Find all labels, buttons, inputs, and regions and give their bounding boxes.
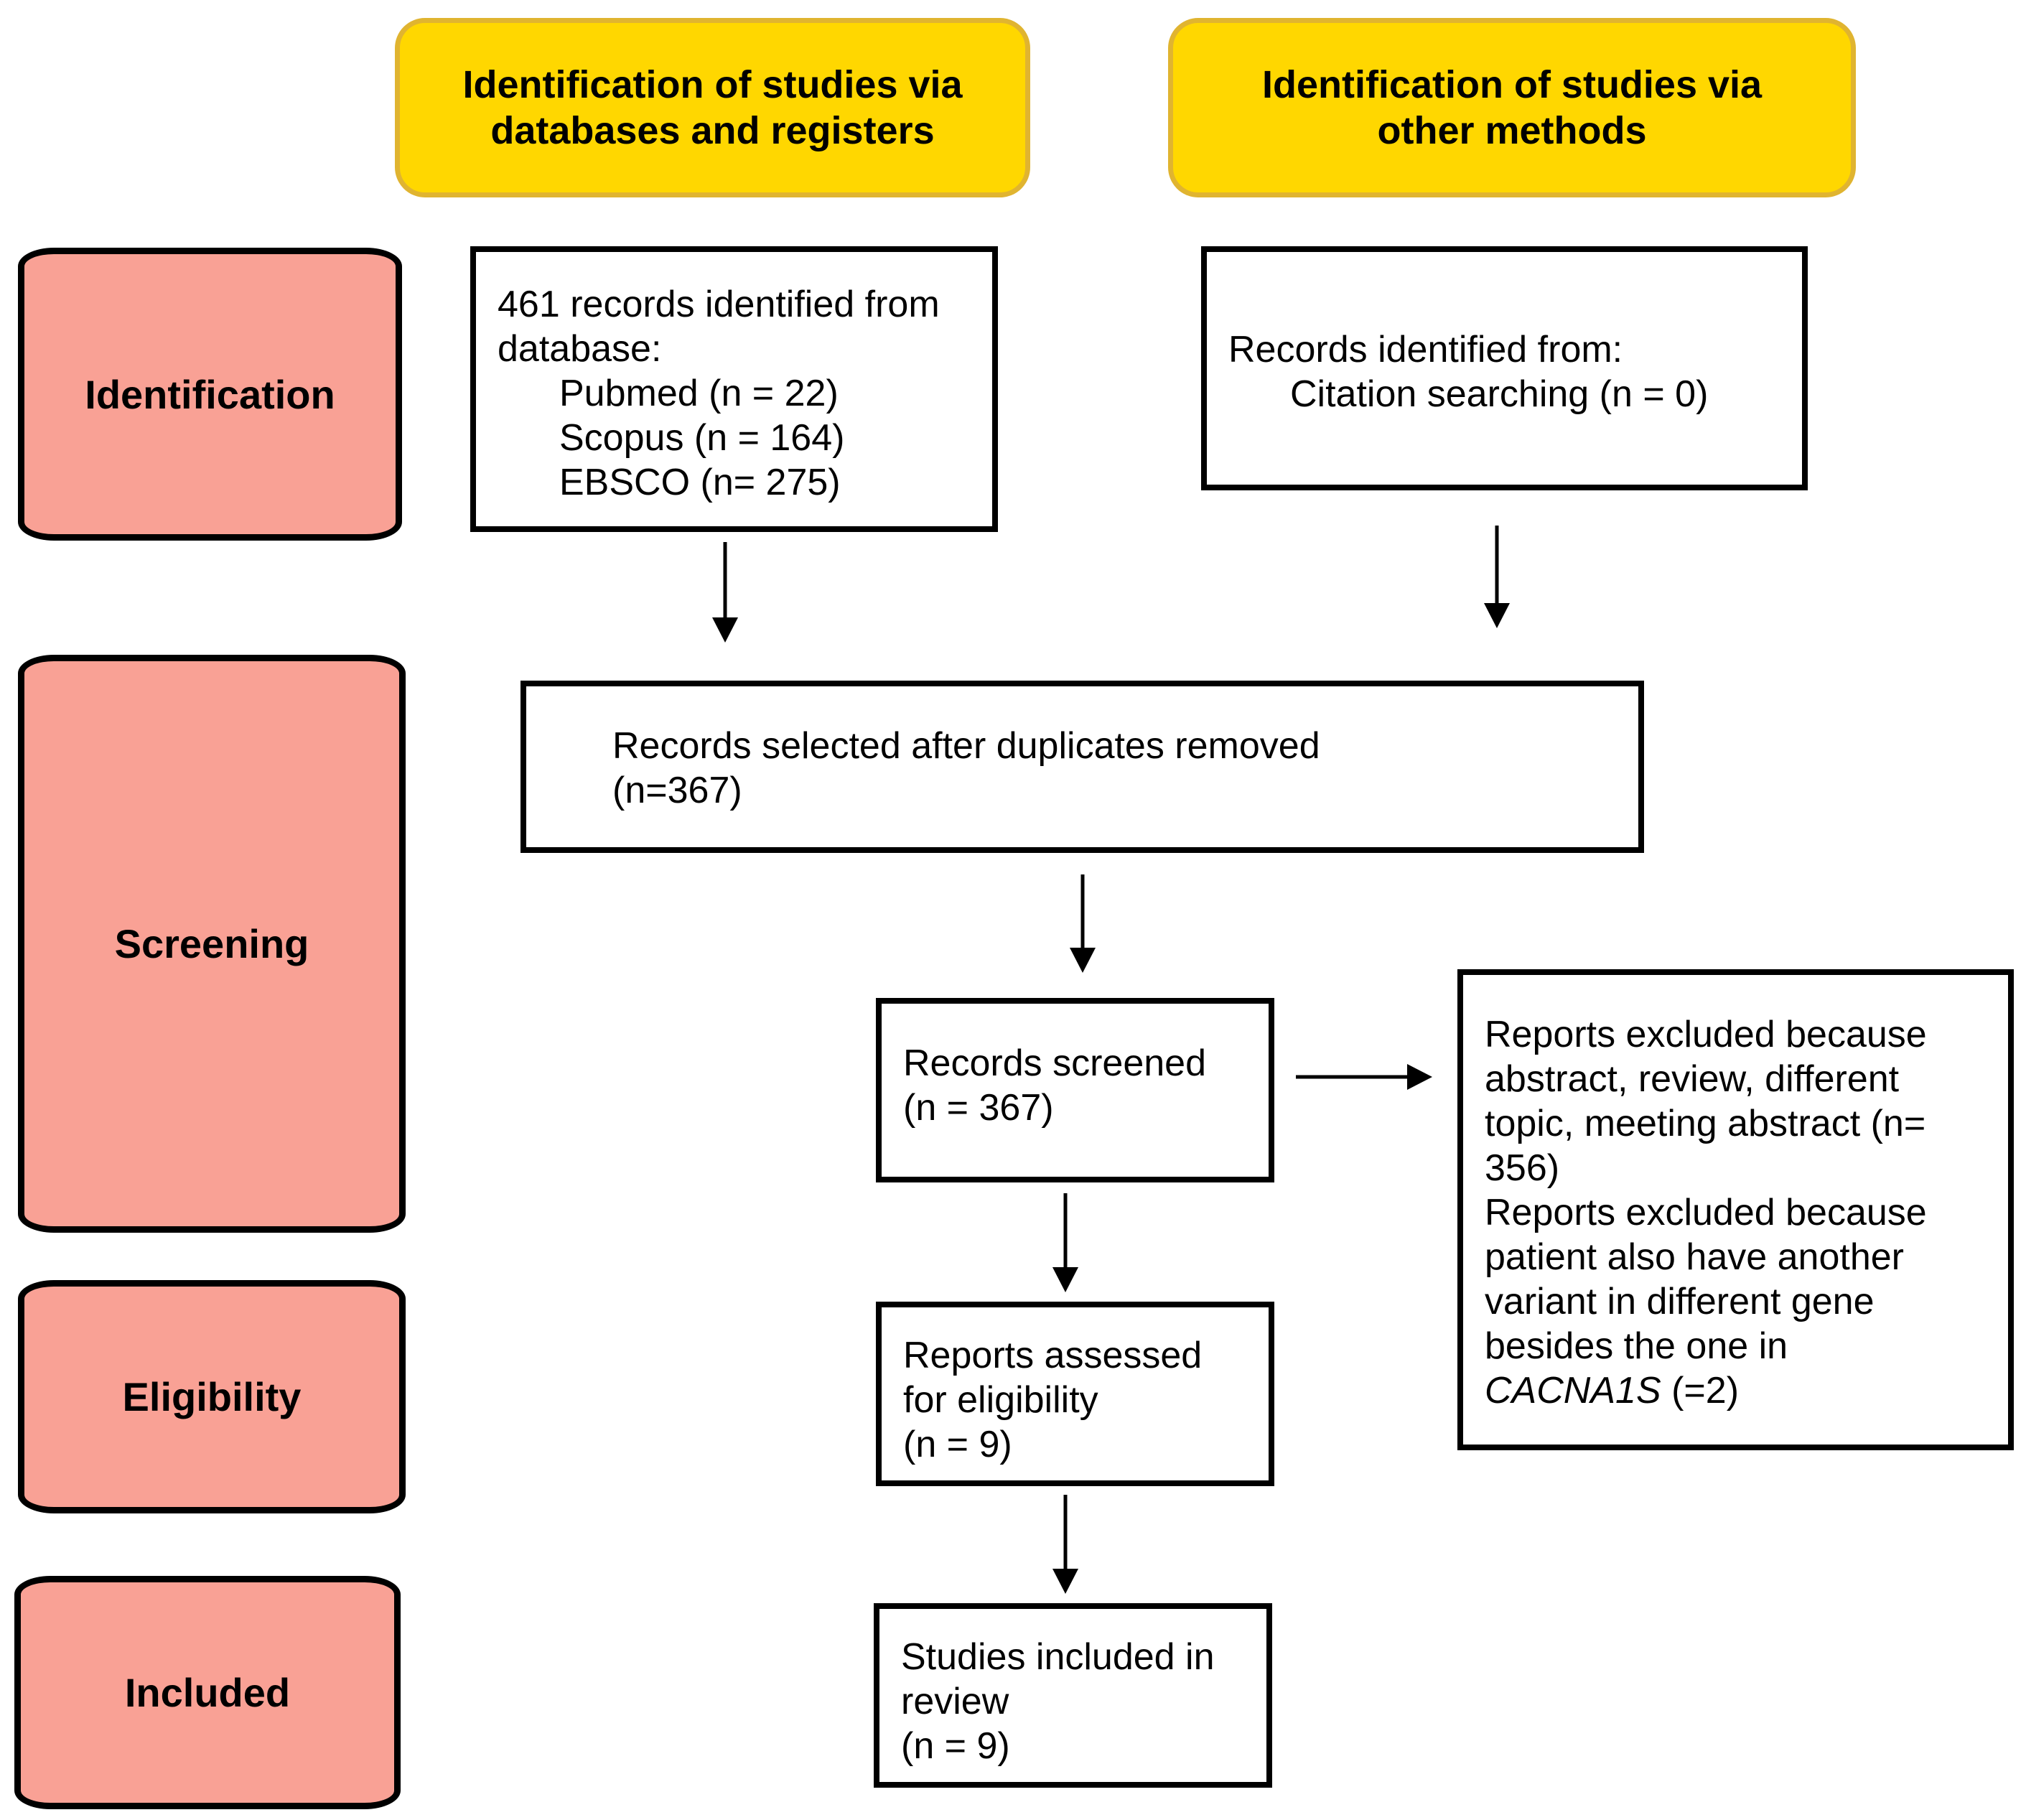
box-after-duplicates: Records selected after duplicates remove… bbox=[520, 681, 1644, 853]
excluded-reason2-line-4: besides the one in bbox=[1485, 1325, 1788, 1367]
excluded-reason2-line-1: Reports excluded because bbox=[1485, 1192, 1927, 1233]
eligibility-line-2: for eligibility bbox=[903, 1379, 1098, 1421]
box-records-screened: Records screened (n = 367) bbox=[876, 998, 1274, 1182]
header-other-methods: Identification of studies via other meth… bbox=[1168, 18, 1856, 197]
eligibility-line-1: Reports assessed bbox=[903, 1335, 1203, 1376]
excluded-reason2-line-3: variant in different gene bbox=[1485, 1281, 1875, 1322]
box-database-records: 461 records identified from database: Pu… bbox=[470, 246, 998, 532]
stage-screening: Screening bbox=[18, 655, 406, 1233]
box-reports-excluded: Reports excluded because abstract, revie… bbox=[1457, 969, 2014, 1450]
excluded-reason1-line-3: topic, meeting abstract (n= bbox=[1485, 1103, 1926, 1144]
excluded-reason2-line-5: CACNA1S (=2) bbox=[1485, 1368, 2008, 1413]
header-other-line-1: Identification of studies via bbox=[1261, 63, 1763, 106]
stage-included: Included bbox=[14, 1576, 401, 1809]
stage-eligibility: Eligibility bbox=[18, 1280, 406, 1513]
database-source-pubmed: Pubmed (n = 22) bbox=[559, 373, 839, 414]
header-databases: Identification of studies via databases … bbox=[395, 18, 1030, 197]
excluded-reason1-line-2: abstract, review, different bbox=[1485, 1058, 1900, 1100]
database-source-scopus: Scopus (n = 164) bbox=[559, 417, 845, 459]
database-records-intro-2: database: bbox=[498, 328, 662, 370]
stage-identification-label: Identification bbox=[85, 371, 335, 417]
excluded-gene-name: CACNA1S bbox=[1485, 1370, 1661, 1411]
other-source-citation: Citation searching (n = 0) bbox=[1290, 373, 1709, 415]
excluded-gene-count: (=2) bbox=[1661, 1370, 1740, 1411]
stage-identification: Identification bbox=[18, 248, 402, 541]
stage-screening-label: Screening bbox=[114, 921, 309, 966]
included-line-1: Studies included in bbox=[901, 1636, 1215, 1678]
eligibility-line-3: (n = 9) bbox=[903, 1424, 1012, 1465]
stage-eligibility-label: Eligibility bbox=[122, 1374, 302, 1419]
screened-line-2: (n = 367) bbox=[903, 1087, 1054, 1129]
included-line-2: review bbox=[901, 1681, 1009, 1722]
included-line-3: (n = 9) bbox=[901, 1725, 1010, 1767]
arrowhead-screened-to-excluded bbox=[1407, 1064, 1432, 1090]
after-duplicates-line-2: (n=367) bbox=[612, 770, 742, 811]
database-records-intro-1: 461 records identified from bbox=[498, 284, 940, 325]
other-records-intro: Records identified from: bbox=[1228, 329, 1623, 370]
header-other-line-2: other methods bbox=[1377, 109, 1647, 152]
header-databases-line-2: databases and registers bbox=[490, 109, 935, 152]
arrowhead-eligibility-to-included bbox=[1052, 1569, 1078, 1594]
after-duplicates-line-1: Records selected after duplicates remove… bbox=[612, 725, 1320, 767]
arrowhead-screened-to-eligibility bbox=[1052, 1267, 1078, 1292]
database-source-ebsco: EBSCO (n= 275) bbox=[559, 462, 841, 503]
excluded-reason2-line-2: patient also have another bbox=[1485, 1236, 1904, 1278]
arrowhead-duplicates-to-screened bbox=[1070, 948, 1096, 973]
screened-line-1: Records screened bbox=[903, 1042, 1206, 1084]
arrowhead-other-to-duplicates bbox=[1484, 603, 1510, 628]
box-included: Studies included in review (n = 9) bbox=[874, 1603, 1272, 1788]
excluded-reason1-line-4: 356) bbox=[1485, 1147, 1560, 1189]
stage-included-label: Included bbox=[124, 1670, 291, 1715]
header-databases-line-1: Identification of studies via bbox=[462, 63, 963, 106]
box-eligibility: Reports assessed for eligibility (n = 9) bbox=[876, 1302, 1274, 1486]
box-other-records: Records identified from: Citation search… bbox=[1201, 246, 1808, 490]
arrowhead-database-to-duplicates bbox=[712, 617, 738, 643]
excluded-reason1-line-1: Reports excluded because bbox=[1485, 1014, 1927, 1055]
